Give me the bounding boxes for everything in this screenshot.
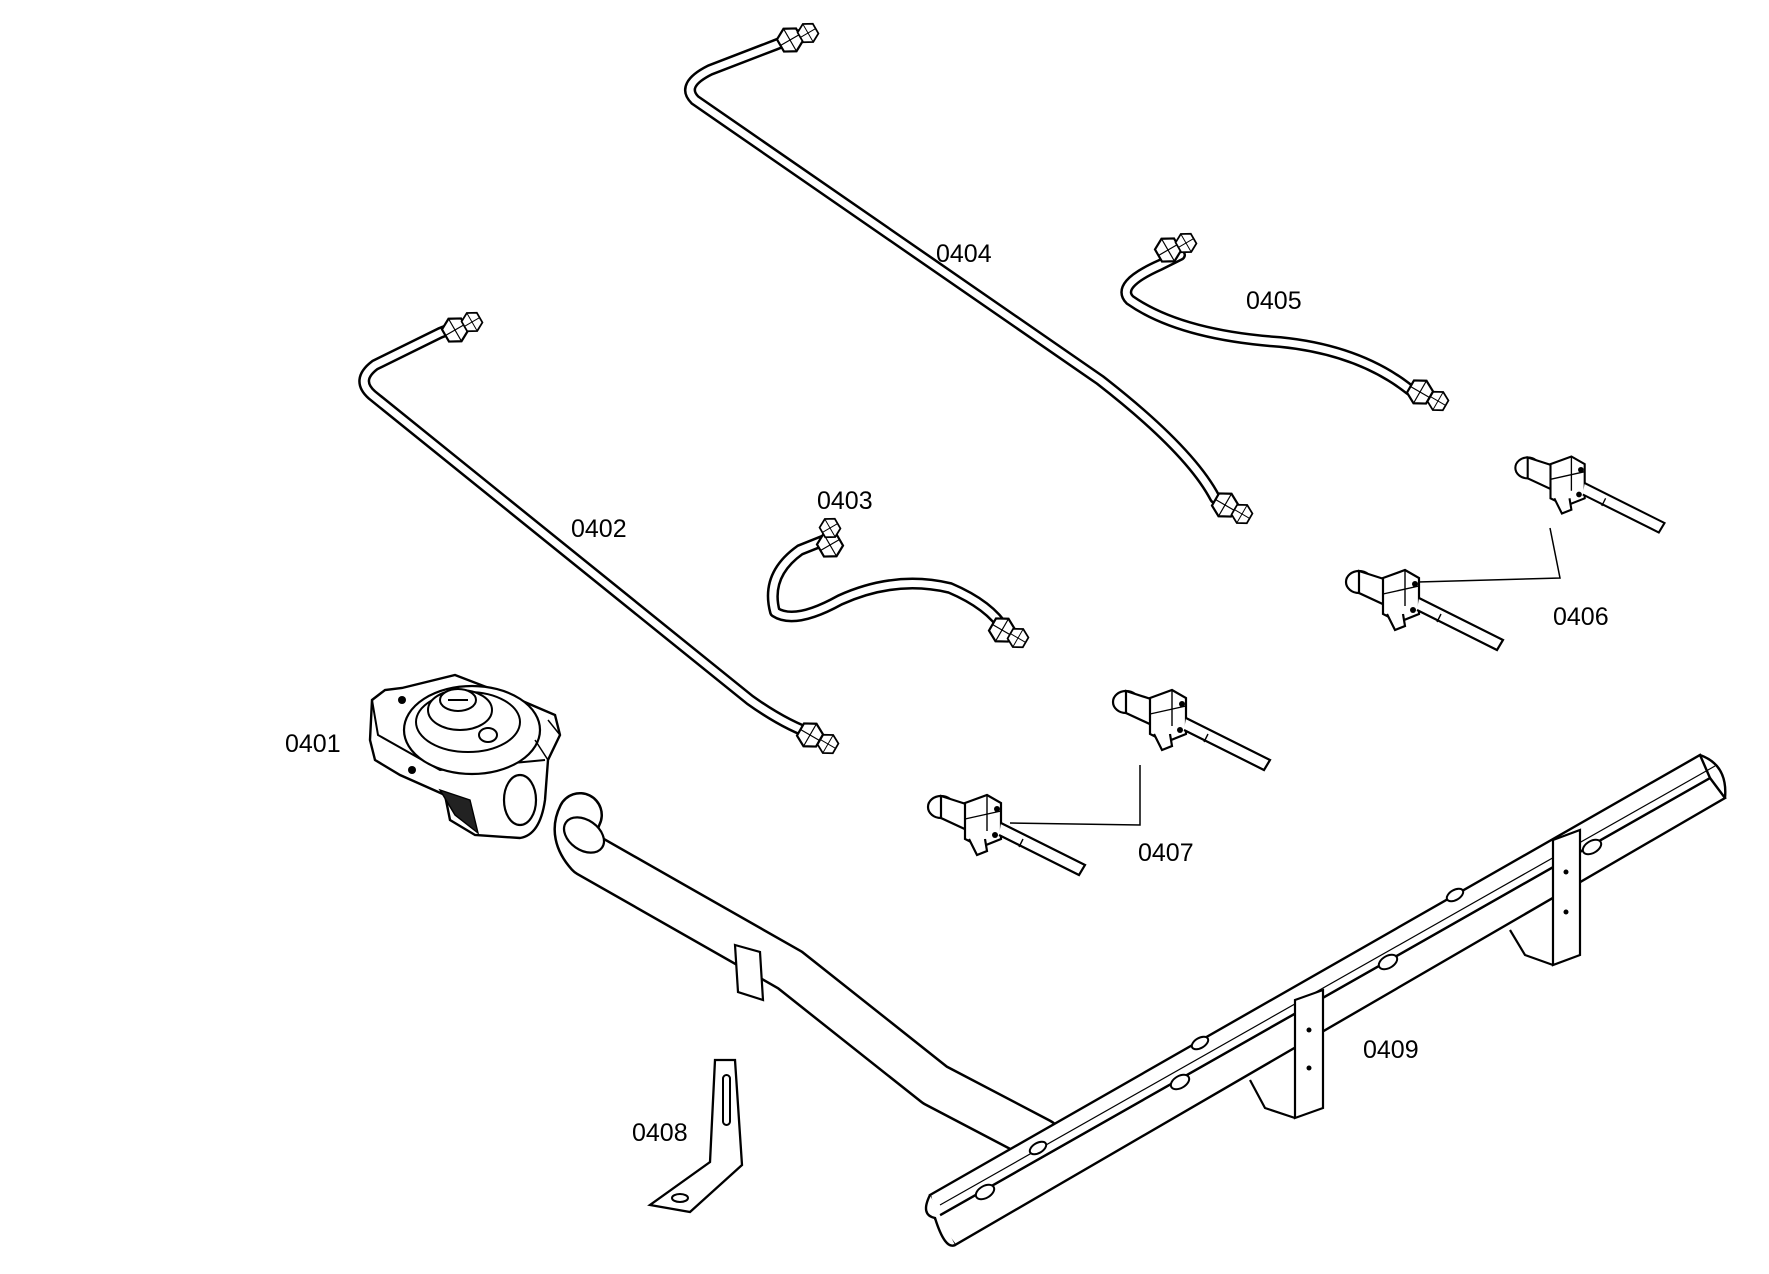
tube-0403 [766,513,1032,653]
part-label-0406: 0406 [1553,603,1609,631]
valve-0407-lower [926,793,1087,877]
valve-0406-upper [1514,455,1666,534]
leader-line-0407 [1009,765,1141,826]
leader-line-0406 [1417,527,1561,583]
valve-0407-upper [1111,688,1272,772]
part-label-0403: 0403 [817,487,873,515]
pressure-regulator-0401 [368,673,562,840]
part-label-0401: 0401 [285,730,341,758]
part-label-0408: 0408 [632,1119,688,1147]
part-label-0404: 0404 [936,240,992,268]
tube-0404 [684,18,1256,529]
bracket-0408 [647,1058,744,1214]
tube-0405 [1120,228,1452,416]
gas-manifold-0409 [553,753,1727,1247]
part-label-0402: 0402 [571,515,627,543]
part-label-0407: 0407 [1138,839,1194,867]
tube-0402 [358,307,842,759]
part-label-0405: 0405 [1246,287,1302,315]
part-label-0409: 0409 [1363,1036,1419,1064]
